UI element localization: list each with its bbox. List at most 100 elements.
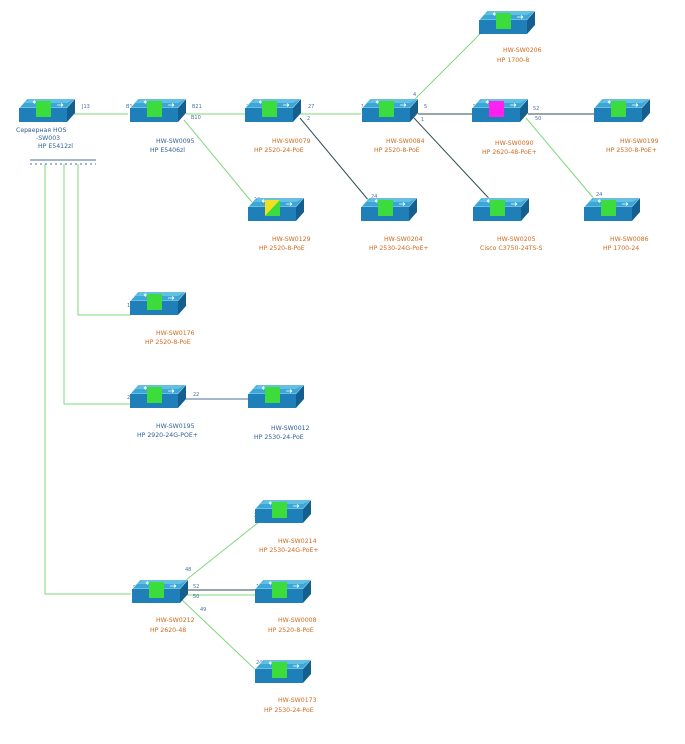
switch-name-label: HW-SW0176: [156, 330, 195, 337]
switch-name-label: HW-SW0173: [278, 697, 317, 704]
status-indicator: [36, 101, 51, 117]
switch-name-label: HW-SW0195: [156, 423, 195, 430]
port-label: B21: [192, 104, 202, 110]
switch-sw0095[interactable]: [129, 98, 187, 122]
switch-name-label: HW-SW0079: [272, 138, 311, 145]
status-indicator: [379, 101, 394, 117]
port-label: 50: [193, 594, 199, 600]
switch-sw0129[interactable]: [247, 197, 305, 221]
link-sw0212-sw0214[interactable]: [175, 517, 265, 589]
switch-sw0079[interactable]: [244, 98, 302, 122]
switch-model-label: HP E5412zl: [38, 143, 73, 150]
switch-model-label: HP 2530-24G-PoE+: [259, 547, 319, 554]
switch-sw0012[interactable]: [247, 384, 305, 408]
switch-sw0173[interactable]: [254, 659, 312, 683]
switch-model-label: HP 2520-8-PoE: [145, 339, 191, 346]
switch-name-label: HW-SW0008: [278, 617, 317, 624]
link-sw0079-sw0204[interactable]: [299, 117, 375, 208]
switch-side-face: [521, 198, 529, 221]
port-label: J13: [81, 104, 90, 110]
port-label: 52: [193, 584, 199, 590]
switch-model-label: HP E5406zl: [150, 147, 185, 154]
port-label: 2: [307, 116, 310, 122]
switch-sw0090[interactable]: [471, 98, 529, 122]
link-sw0090-sw0086[interactable]: [525, 117, 602, 208]
status-indicator: [272, 582, 287, 598]
port-label: 1: [421, 117, 424, 123]
status-indicator: [601, 200, 616, 216]
switch-name-label: HW-SW0206: [503, 47, 542, 54]
switch-name2-label: -SW003: [36, 135, 60, 142]
switch-side-face: [303, 500, 311, 523]
switch-model-label: HP 2520-8-PoE: [259, 245, 305, 252]
status-indicator: [262, 101, 277, 117]
status-indicator: [272, 502, 287, 518]
status-indicator: [489, 101, 504, 117]
switch-name-label: HW-SW0212: [156, 617, 195, 624]
switch-sw0212[interactable]: [131, 579, 189, 603]
switch-side-face: [520, 99, 528, 122]
link-sw0084-sw0206[interactable]: [411, 29, 485, 103]
switch-name-label: HW-SW0204: [384, 236, 423, 243]
status-indicator: [265, 387, 280, 403]
switch-name-label: HW-SW0084: [386, 138, 425, 145]
switch-sw0204[interactable]: [360, 197, 418, 221]
switch-model-label: HP 2520-8-PoE: [268, 627, 314, 634]
switch-model-label: HP 2620-48: [150, 627, 186, 634]
port-label: 52: [533, 106, 539, 112]
switch-name-label: Серверная HOS: [16, 127, 66, 134]
switch-side-face: [178, 385, 186, 408]
switch-model-label: HP 1700-24: [603, 245, 639, 252]
status-indicator: [496, 13, 511, 29]
links-layer: [30, 29, 602, 677]
switch-side-face: [180, 580, 188, 603]
link-sw0212-sw0173[interactable]: [179, 597, 263, 677]
link-core-sw0195[interactable]: [63, 164, 130, 405]
switch-core[interactable]: [18, 98, 76, 122]
link-core-sw0176[interactable]: [77, 164, 131, 316]
switch-sw0084[interactable]: [361, 98, 419, 122]
status-indicator: [490, 200, 505, 216]
link-sw0095-sw0129[interactable]: [183, 119, 257, 208]
link-core-sw0212[interactable]: [44, 164, 131, 595]
switch-name-label: HW-SW0199: [620, 138, 659, 145]
switch-side-face: [293, 99, 301, 122]
switch-name-label: HW-SW0095: [156, 138, 195, 145]
switch-sw0176[interactable]: [129, 291, 187, 315]
switch-sw0086[interactable]: [583, 197, 641, 221]
port-label: 22: [193, 392, 199, 398]
switch-model-label: HP 2520-8-PoE: [374, 147, 420, 154]
switch-side-face: [67, 99, 75, 122]
switch-sw0199[interactable]: [593, 98, 651, 122]
switch-sw0195[interactable]: [129, 384, 187, 408]
switch-side-face: [632, 198, 640, 221]
status-indicator: [149, 582, 164, 598]
switch-model-label: HP 2530-8-PoE+: [606, 147, 657, 154]
switch-model-label: HP 1700-8: [497, 57, 529, 64]
switch-model-label: HP 2520-24-PoE: [254, 147, 304, 154]
switch-side-face: [303, 660, 311, 683]
switch-name-label: HW-SW0205: [497, 236, 536, 243]
switch-name-label: HW-SW0090: [495, 140, 534, 147]
port-label: 4: [413, 92, 416, 98]
switch-model-label: HP 2620-48-PoE+: [482, 149, 537, 156]
switch-side-face: [527, 11, 535, 34]
switch-side-face: [178, 292, 186, 315]
switch-sw0008[interactable]: [254, 579, 312, 603]
switch-sw0214[interactable]: [254, 499, 312, 523]
switch-name-label: HW-SW0086: [610, 236, 649, 243]
switch-side-face: [642, 99, 650, 122]
port-label: 50: [535, 116, 541, 122]
switch-sw0205[interactable]: [472, 197, 530, 221]
switch-side-face: [296, 198, 304, 221]
switch-model-label: HP 2920-24G-POE+: [137, 432, 198, 439]
switch-sw0206[interactable]: [478, 10, 536, 34]
switch-side-face: [410, 99, 418, 122]
switch-side-face: [178, 99, 186, 122]
switch-model-label: HP 2530-24G-PoE+: [369, 245, 429, 252]
link-sw0084-sw0205[interactable]: [413, 117, 498, 208]
switch-side-face: [303, 580, 311, 603]
switch-model-label: HP 2530-24-PoE: [264, 707, 314, 714]
